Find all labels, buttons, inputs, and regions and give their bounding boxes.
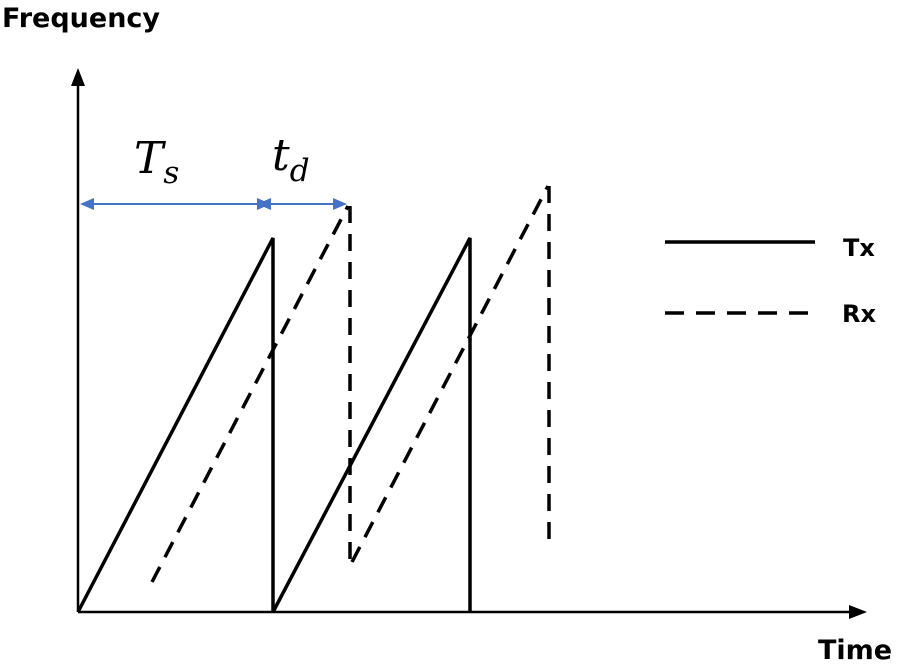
td-dimension-arrow: [257, 198, 347, 210]
rx-chirp-ramp-2: [350, 185, 550, 563]
y-axis-arrowhead: [71, 68, 85, 86]
rx-chirp-ramp-1: [150, 205, 350, 583]
x-axis-title: Time: [818, 635, 892, 664]
x-axis-arrowhead: [849, 605, 867, 619]
y-axis-title: Frequency: [2, 3, 160, 34]
ts-label: Ts: [134, 133, 179, 191]
td-label: td: [272, 130, 310, 189]
ts-dimension-arrow: [80, 198, 271, 210]
legend-rx-label: Rx: [842, 300, 876, 328]
tx-chirp-line: [76, 237, 472, 613]
legend-tx-label: Tx: [843, 234, 875, 262]
legend: Tx Rx: [665, 234, 876, 328]
